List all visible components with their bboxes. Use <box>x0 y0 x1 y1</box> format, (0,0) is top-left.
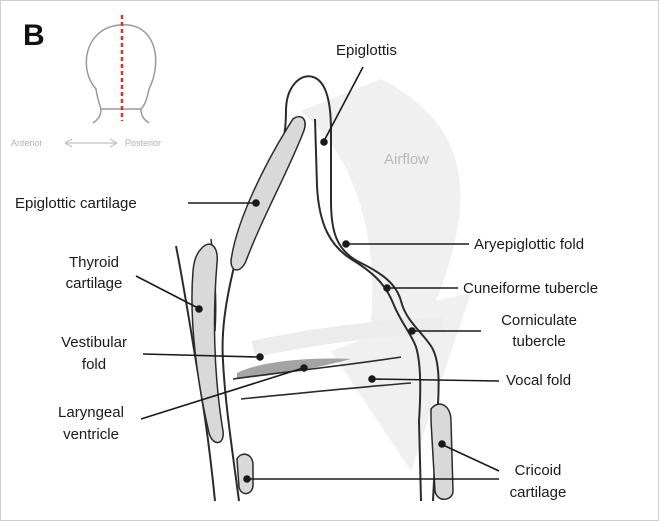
orientation-arrow <box>65 139 117 147</box>
anterior-label: Anterior <box>11 138 43 148</box>
label-cuneiforme-tubercle: Cuneiforme tubercle <box>463 279 598 299</box>
label-vestibular-line2: fold <box>47 355 141 375</box>
label-corniculate-line1: Corniculate <box>479 311 599 331</box>
label-laryngeal-line2: ventricle <box>41 425 141 445</box>
label-aryepiglottic-fold: Aryepiglottic fold <box>474 235 584 255</box>
thyroid-cartilage-shape <box>192 244 223 442</box>
cricoid-cartilage-shape <box>431 404 453 499</box>
leader-ventricle <box>141 368 303 419</box>
label-thyroid-cartilage-line2: cartilage <box>49 274 139 294</box>
label-epiglottic-cartilage: Epiglottic cartilage <box>15 194 137 214</box>
label-cricoid-line2: cartilage <box>493 483 583 503</box>
posterior-label: Posterior <box>125 138 161 148</box>
panel-label: B <box>23 19 45 53</box>
label-laryngeal-line1: Laryngeal <box>41 403 141 423</box>
head-orientation-icon <box>86 15 155 123</box>
label-thyroid-cartilage-line1: Thyroid <box>49 253 139 273</box>
label-corniculate-line2: tubercle <box>479 332 599 352</box>
label-cricoid-line1: Cricoid <box>493 461 583 481</box>
label-vocal-fold: Vocal fold <box>506 371 571 391</box>
label-vestibular-line1: Vestibular <box>47 333 141 353</box>
airflow-label: Airflow <box>384 151 429 168</box>
label-epiglottis: Epiglottis <box>336 41 397 61</box>
cricoid-anterior-shape <box>237 454 253 493</box>
epiglottic-cartilage-shape <box>231 117 305 270</box>
leader-thyroid <box>136 276 198 308</box>
